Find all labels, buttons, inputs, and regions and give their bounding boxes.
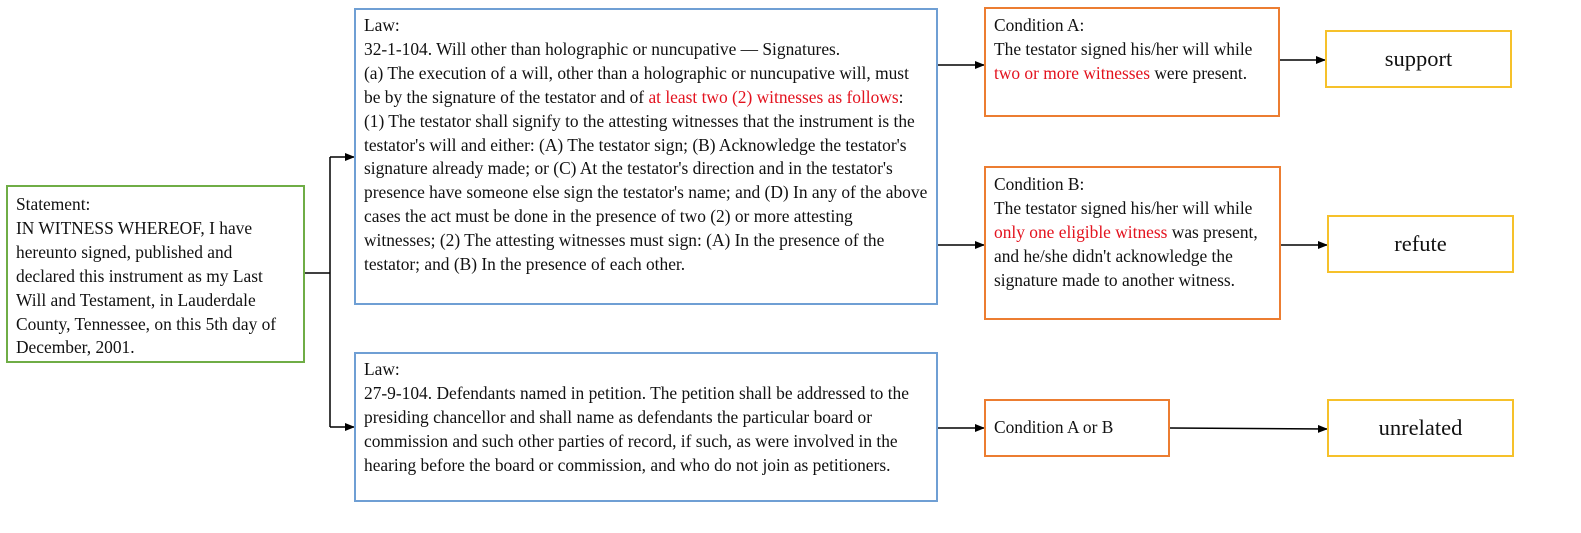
- outcome-support-box: support: [1325, 30, 1512, 88]
- branch-connector: [305, 157, 331, 427]
- condition-a-highlight: two or more witnesses: [994, 62, 1151, 83]
- outcome-unrelated-box: unrelated: [1327, 399, 1514, 457]
- condition-a-heading: Condition A:: [994, 15, 1085, 35]
- law1-title: 32-1-104. Will other than holographic or…: [364, 38, 841, 59]
- law2-heading: Law:: [364, 359, 400, 379]
- law1-highlight: at least two (2) witnesses as follows: [648, 86, 899, 107]
- law-box-32-1-104: Law: 32-1-104. Will other than holograph…: [354, 8, 938, 305]
- condition-a-box: Condition A: The testator signed his/her…: [984, 7, 1280, 117]
- condition-a-or-b-box: Condition A or B: [984, 399, 1170, 457]
- outcome-refute-label: refute: [1394, 230, 1447, 256]
- outcome-refute-box: refute: [1327, 215, 1514, 273]
- condition-b-heading: Condition B:: [994, 174, 1085, 194]
- outcome-support-label: support: [1384, 45, 1453, 71]
- condition-a-or-b-label: Condition A or B: [994, 417, 1114, 438]
- condition-b-text: The testator signed his/her will while o…: [994, 197, 1258, 290]
- statement-heading: Statement:: [16, 194, 91, 214]
- law1-body: (a) The execution of a will, other than …: [364, 62, 928, 275]
- outcome-unrelated-label: unrelated: [1378, 414, 1463, 440]
- law1-heading: Law:: [364, 15, 400, 35]
- statement-box: Statement: IN WITNESS WHEREOF, I have he…: [6, 185, 305, 363]
- law2-text: 27-9-104. Defendants named in petition. …: [364, 382, 909, 475]
- condition-a-text: The testator signed his/her will while t…: [994, 38, 1253, 83]
- law-box-27-9-104: Law: 27-9-104. Defendants named in petit…: [354, 352, 938, 502]
- statement-text: IN WITNESS WHEREOF, I have hereunto sign…: [16, 217, 277, 358]
- condition-b-box: Condition B: The testator signed his/her…: [984, 166, 1281, 320]
- arrow-condition-ab-to-unrelated: [1169, 424, 1328, 433]
- condition-b-highlight: only one eligible witness: [994, 221, 1168, 242]
